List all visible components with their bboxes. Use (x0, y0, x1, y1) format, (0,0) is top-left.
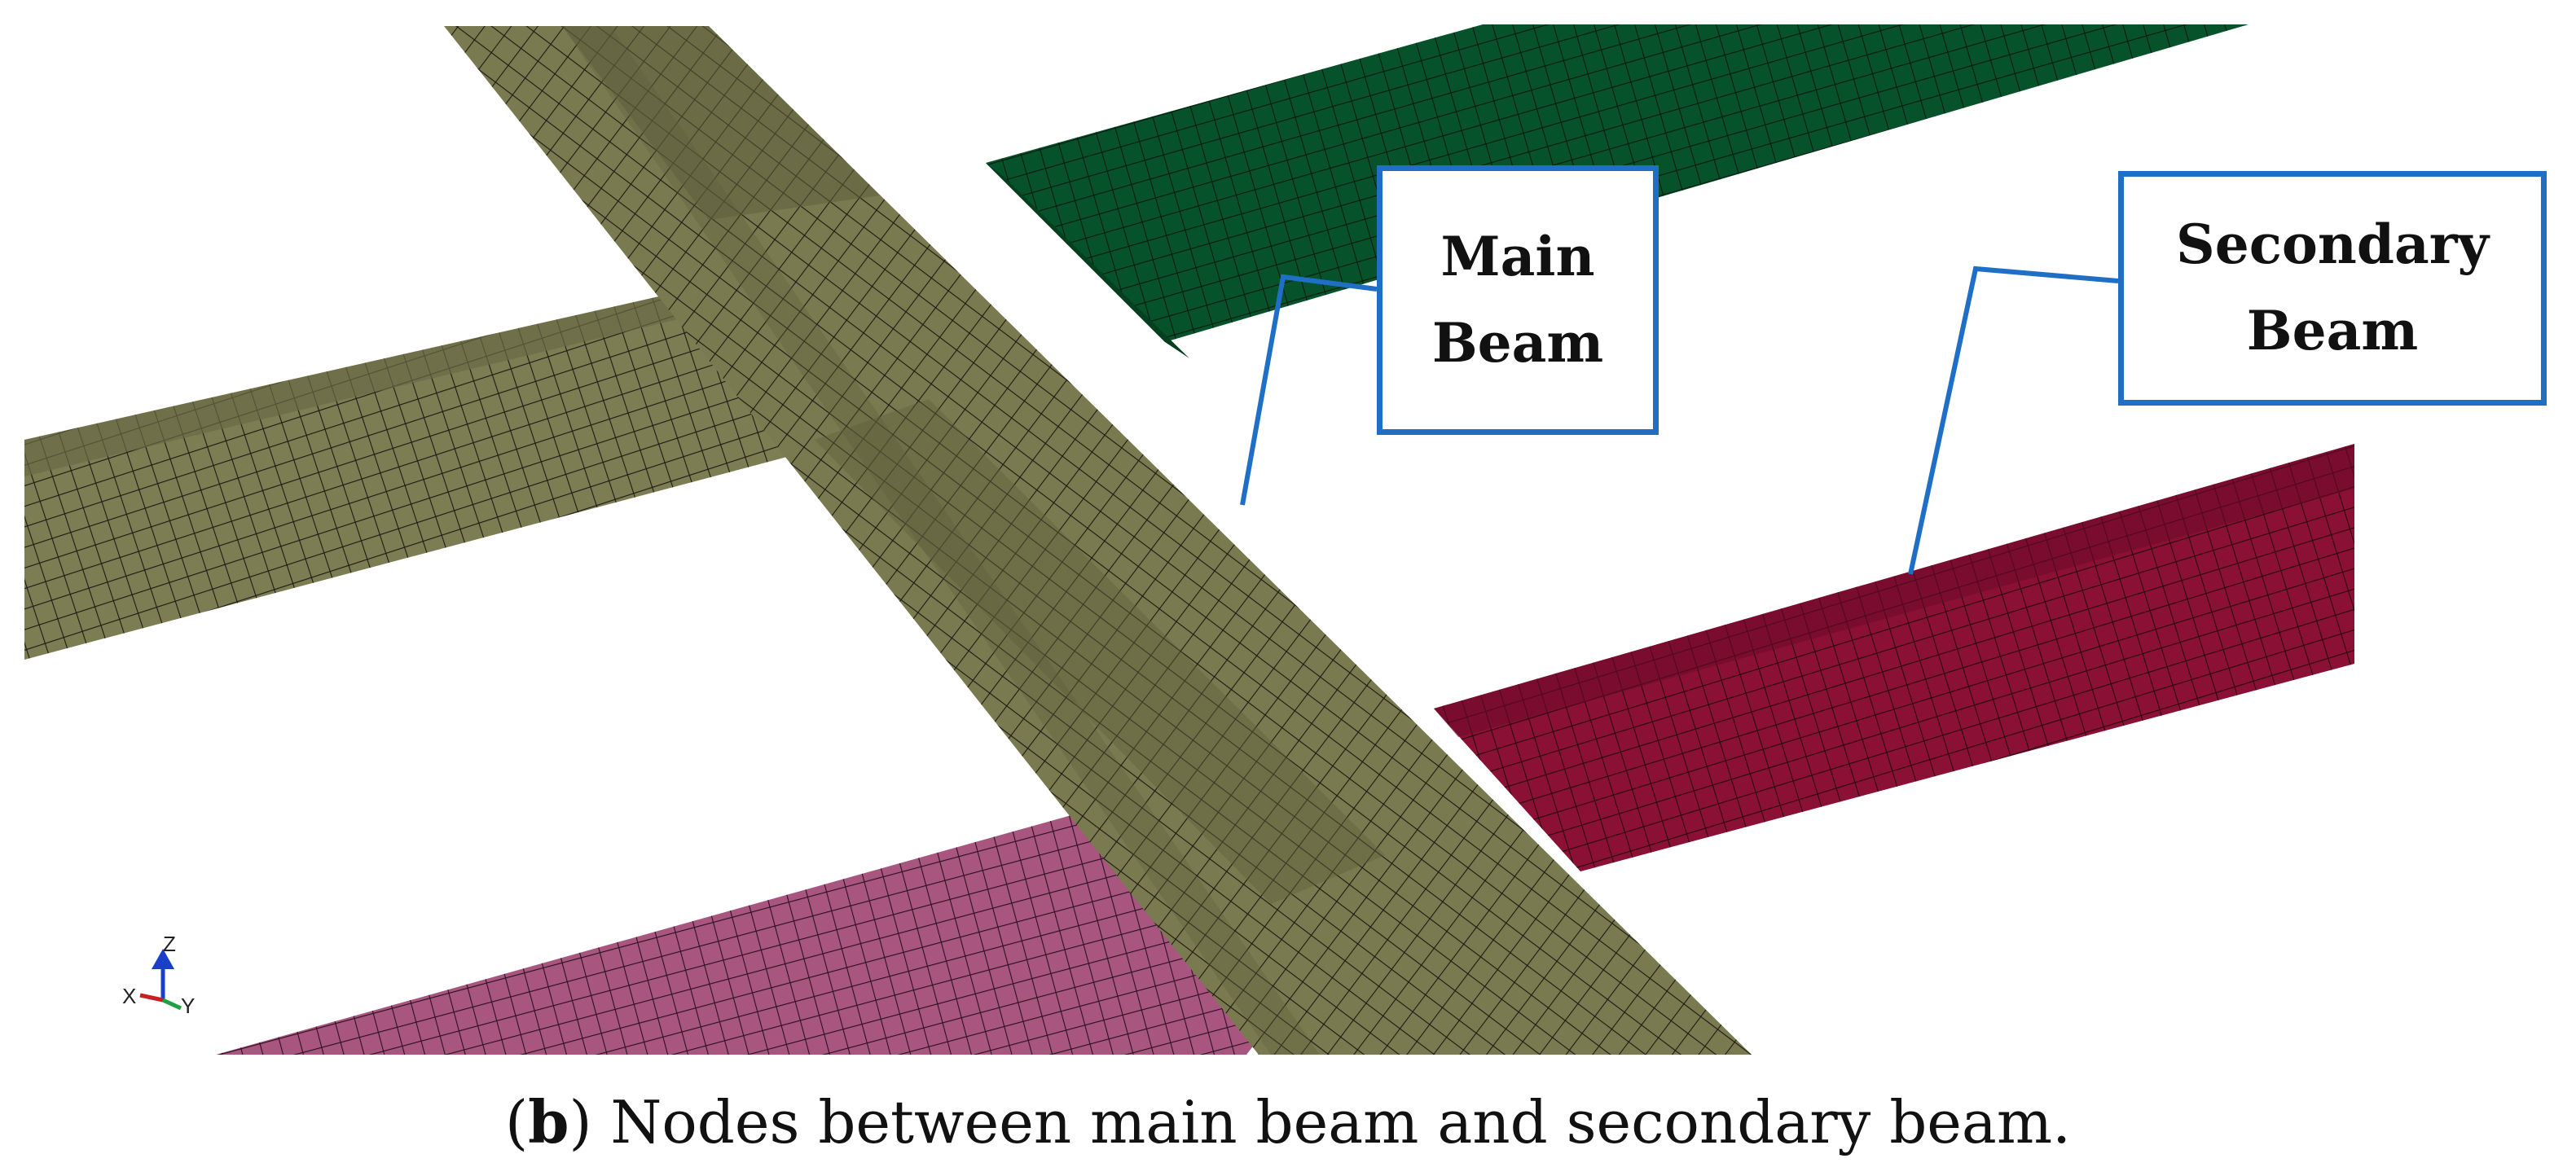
main-beam-callout: Main Beam (1377, 165, 1659, 435)
main-beam (444, 26, 1752, 1055)
main-beam-callout-line1: Main (1440, 224, 1595, 288)
caption-text: Nodes between main beam and secondary be… (591, 1088, 2071, 1156)
triad-y-label: Y (181, 994, 195, 1018)
triad-z-label: Z (163, 932, 176, 956)
secondary-beam-callout: Secondary Beam (2118, 171, 2547, 406)
main-beam-callout-line2: Beam (1431, 310, 1604, 375)
caption-close-paren: ) (569, 1088, 592, 1156)
caption-open-paren: ( (505, 1088, 529, 1156)
caption-label: b (528, 1087, 569, 1156)
axis-triad: Z X Y (122, 932, 195, 1018)
lower-secondary-beam (1434, 444, 2354, 871)
triad-x-label: X (122, 984, 136, 1008)
secondary-beam-callout-line2: Beam (2246, 299, 2419, 362)
secondary-beam-leader (1908, 265, 2119, 575)
main-beam-leader (1240, 274, 1378, 506)
secondary-beam-callout-line1: Secondary (2176, 213, 2489, 277)
figure-caption: (b) Nodes between main beam and secondar… (0, 1087, 2576, 1156)
